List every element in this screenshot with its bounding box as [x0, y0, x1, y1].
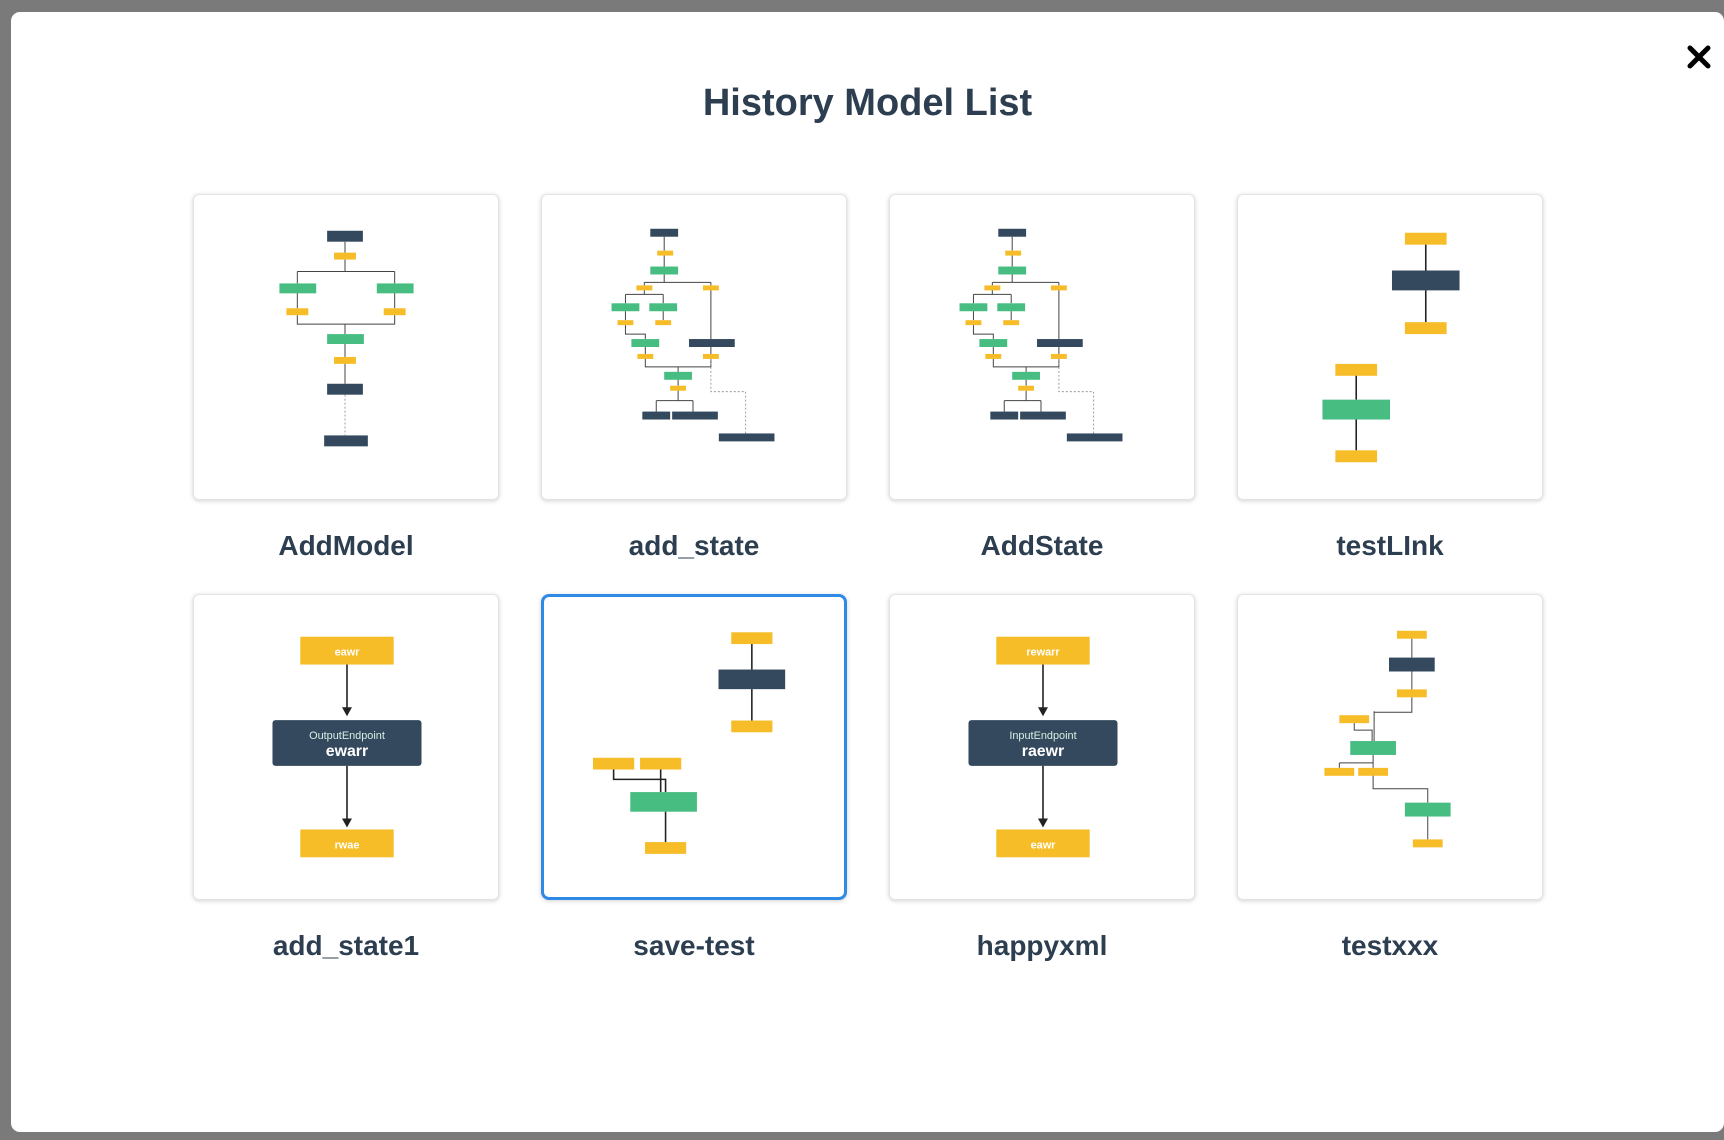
model-card-save-test[interactable]: [541, 594, 847, 900]
model-card-add-state[interactable]: [541, 194, 847, 500]
preview-node: [300, 829, 394, 858]
model-preview-testxxx: [1324, 630, 1451, 848]
preview-node-label: rewarr: [1026, 647, 1060, 659]
model-name[interactable]: add_state1: [272, 930, 420, 961]
model-card-addstate[interactable]: [889, 194, 1195, 500]
preview-node: [996, 829, 1090, 858]
dialog-title: History Model List: [702, 82, 1033, 124]
model-preview-addstate: [959, 228, 1123, 442]
preview-node: [968, 720, 1118, 766]
model-card-addmodel[interactable]: [193, 194, 499, 500]
model-name[interactable]: add_state: [628, 530, 760, 561]
preview-node-type: OutputEndpoint: [309, 730, 385, 742]
preview-node: [272, 720, 422, 766]
preview-node: [300, 636, 394, 665]
model-name[interactable]: AddState: [980, 530, 1104, 561]
model-preview-addmodel: [279, 230, 414, 447]
preview-node-name: raewr: [1022, 743, 1064, 760]
preview-node-label: eawr: [335, 647, 361, 659]
model-preview-save-test: [593, 632, 786, 854]
model-grid: AddModel: [11, 12, 1724, 1132]
model-preview-happyxml: rewarr InputEndpoint raewr eawr: [968, 636, 1118, 858]
model-name[interactable]: testLInk: [1336, 530, 1444, 561]
model-name[interactable]: happyxml: [976, 930, 1108, 961]
preview-node-type: InputEndpoint: [1009, 730, 1076, 742]
model-name[interactable]: testxxx: [1341, 930, 1439, 961]
model-preview-add-state: [611, 228, 775, 442]
model-card-testxxx[interactable]: [1237, 594, 1543, 900]
close-icon: [1687, 45, 1711, 69]
model-card-testlink[interactable]: [1237, 194, 1543, 500]
preview-node-label: eawr: [1031, 839, 1057, 851]
model-card-add-state1[interactable]: eawr OutputEndpoint ewarr rwae: [193, 594, 499, 900]
model-card-happyxml[interactable]: rewarr InputEndpoint raewr eawr: [889, 594, 1195, 900]
preview-node-name: ewarr: [326, 743, 368, 760]
model-preview-testlink: [1322, 232, 1460, 463]
history-model-dialog: History Model List: [11, 12, 1724, 1132]
model-name[interactable]: save-test: [633, 930, 755, 961]
close-button[interactable]: [1684, 42, 1714, 72]
preview-node: [996, 636, 1090, 665]
model-name[interactable]: AddModel: [278, 530, 414, 561]
preview-node-label: rwae: [335, 839, 360, 851]
model-preview-add-state1: eawr OutputEndpoint ewarr rwae: [272, 636, 422, 858]
